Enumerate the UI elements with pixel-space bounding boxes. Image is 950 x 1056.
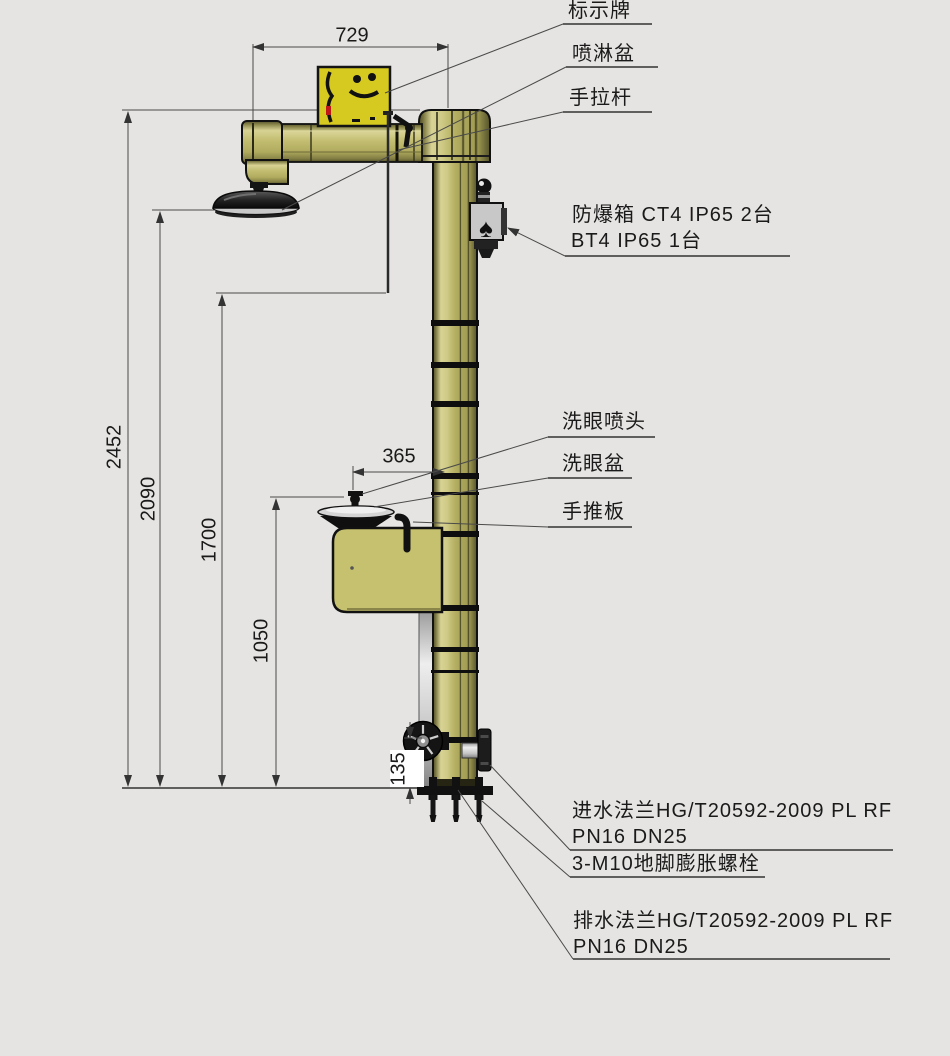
top-elbow <box>418 109 491 163</box>
dim-pull-rod-height: 1700 <box>198 517 221 563</box>
label-inlet-flange-line1: 进水法兰HG/T20592-2009 PL RF <box>572 800 893 822</box>
label-eyewash-basin: 洗眼盆 <box>562 453 625 475</box>
label-shower-basin: 喷淋盆 <box>572 43 635 65</box>
eyewash-basin <box>317 505 395 532</box>
valve-handle-icon: ♠ <box>479 213 493 243</box>
inlet-flange <box>461 728 492 772</box>
label-drain-flange-line2: PN16 DN25 <box>573 936 689 958</box>
dimension-lines <box>122 43 449 789</box>
label-eyewash-nozzle: 洗眼喷头 <box>562 411 646 433</box>
dim-arm-reach: 729 <box>335 24 369 47</box>
push-plate-handle <box>394 513 411 553</box>
label-underlines <box>548 23 893 960</box>
dim-backing <box>390 750 424 787</box>
label-explosion-proof-box-line1: 防爆箱 CT4 IP65 2台 <box>572 204 774 226</box>
dim-inlet-height: 135 <box>387 752 410 786</box>
label-explosion-proof-box-line2: BT4 IP65 1台 <box>571 230 703 252</box>
sign-red-mark <box>326 106 331 115</box>
shower-head <box>212 182 300 218</box>
dim-overall-height: 2452 <box>103 424 126 470</box>
label-pull-rod: 手拉杆 <box>569 87 632 109</box>
dim-eyewash-reach: 365 <box>382 445 416 468</box>
post-column <box>431 157 479 789</box>
label-push-plate: 手推板 <box>562 501 625 523</box>
top-arm <box>241 120 423 185</box>
label-drain-flange-line1: 排水法兰HG/T20592-2009 PL RF <box>573 910 894 932</box>
sign-plate <box>316 65 392 128</box>
label-sign-plate: 标示牌 <box>568 0 631 22</box>
explosion-proof-box: ♠ <box>469 178 507 258</box>
pull-rod <box>383 111 413 293</box>
leader-lines <box>281 23 893 960</box>
dim-shower-height: 2090 <box>137 476 160 522</box>
dim-eyewash-height: 1050 <box>250 618 273 664</box>
anchor-bolt <box>428 795 484 822</box>
equipment: ♠ <box>212 65 507 822</box>
base-anchor-plate <box>417 777 493 822</box>
label-inlet-flange-line2: PN16 DN25 <box>572 826 688 848</box>
label-anchor-bolts: 3-M10地脚膨胀螺栓 <box>572 853 760 875</box>
push-plate <box>331 513 444 614</box>
